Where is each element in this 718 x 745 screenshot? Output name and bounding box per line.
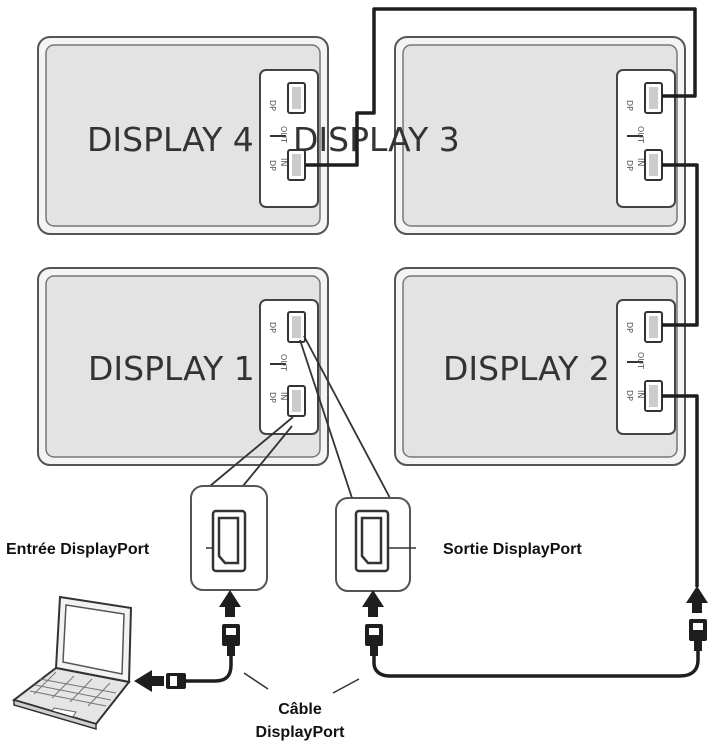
up-arrows: [219, 586, 708, 617]
up-arrow-display2: [686, 586, 708, 613]
plug-display2: [689, 619, 707, 651]
display-2: DP DP OUT IN DISPLAY 2: [394, 267, 686, 466]
port-label-dp-in-3: DP: [625, 160, 634, 171]
display-1-title: DISPLAY 1: [88, 349, 255, 388]
display-1: DP DP OUT IN DISPLAY 1: [37, 267, 329, 466]
up-arrow-input: [219, 590, 241, 617]
port-label-dp-in-1: DP: [268, 392, 277, 403]
port-panel-display-2: DP DP OUT IN: [616, 299, 676, 435]
connector-plugs: [166, 619, 707, 689]
caption-displayport-output: Sortie DisplayPort: [443, 541, 582, 558]
port-label-dp-out-4: DP: [268, 100, 277, 111]
port-label-in-3: IN: [636, 158, 645, 166]
display-4: DP DP OUT IN DISPLAY 4: [37, 36, 329, 235]
caption-cable-line2: DisplayPort: [256, 724, 346, 741]
display-2-title: DISPLAY 2: [443, 349, 610, 388]
port-label-out-1: OUT: [279, 354, 288, 371]
daisy-chain-cables: [305, 7, 699, 587]
up-arrow-output: [362, 590, 384, 617]
port-label-in-4: IN: [279, 158, 288, 166]
cable-laptop-to-display1: [186, 656, 233, 683]
port-label-in-2: IN: [636, 390, 645, 398]
cable-caption-pointers: [243, 672, 360, 694]
cable-display3-to-display4: [305, 7, 697, 167]
plug-output: [365, 624, 383, 656]
caption-displayport-input: Entrée DisplayPort: [6, 541, 150, 558]
lower-cables: [186, 651, 700, 683]
cable-display2-to-display3: [662, 163, 699, 327]
port-label-dp-out-1: DP: [268, 322, 277, 333]
display-3-title: DISPLAY 3: [293, 120, 460, 159]
port-label-out-4: OUT: [279, 126, 288, 143]
plug-input: [222, 624, 240, 656]
cable-display2-in: [662, 394, 699, 587]
port-label-dp-out-3: DP: [625, 100, 634, 111]
port-label-in-1: IN: [279, 392, 288, 400]
port-panel-display-1: DP DP OUT IN: [259, 299, 319, 435]
port-label-dp-in-2: DP: [625, 390, 634, 401]
left-arrow-to-laptop: [134, 670, 164, 692]
port-label-dp-in-4: DP: [268, 160, 277, 171]
input-port-callout: [190, 416, 294, 591]
port-panel-display-3: DP DP OUT IN: [616, 69, 676, 208]
port-panel-display-4: DP DP OUT IN: [259, 69, 319, 208]
display-4-title: DISPLAY 4: [87, 120, 254, 159]
display-3: DP DP OUT IN DISPLAY 3: [293, 36, 686, 235]
plug-laptop: [166, 673, 186, 689]
port-label-dp-out-2: DP: [625, 322, 634, 333]
caption-cable-line1: Câble: [278, 701, 322, 718]
port-label-out-3: OUT: [636, 126, 645, 143]
output-port-callout: [299, 335, 416, 592]
laptop-icon: [11, 595, 133, 731]
cable-display1-to-display2: [372, 651, 700, 678]
port-label-out-2: OUT: [636, 352, 645, 369]
